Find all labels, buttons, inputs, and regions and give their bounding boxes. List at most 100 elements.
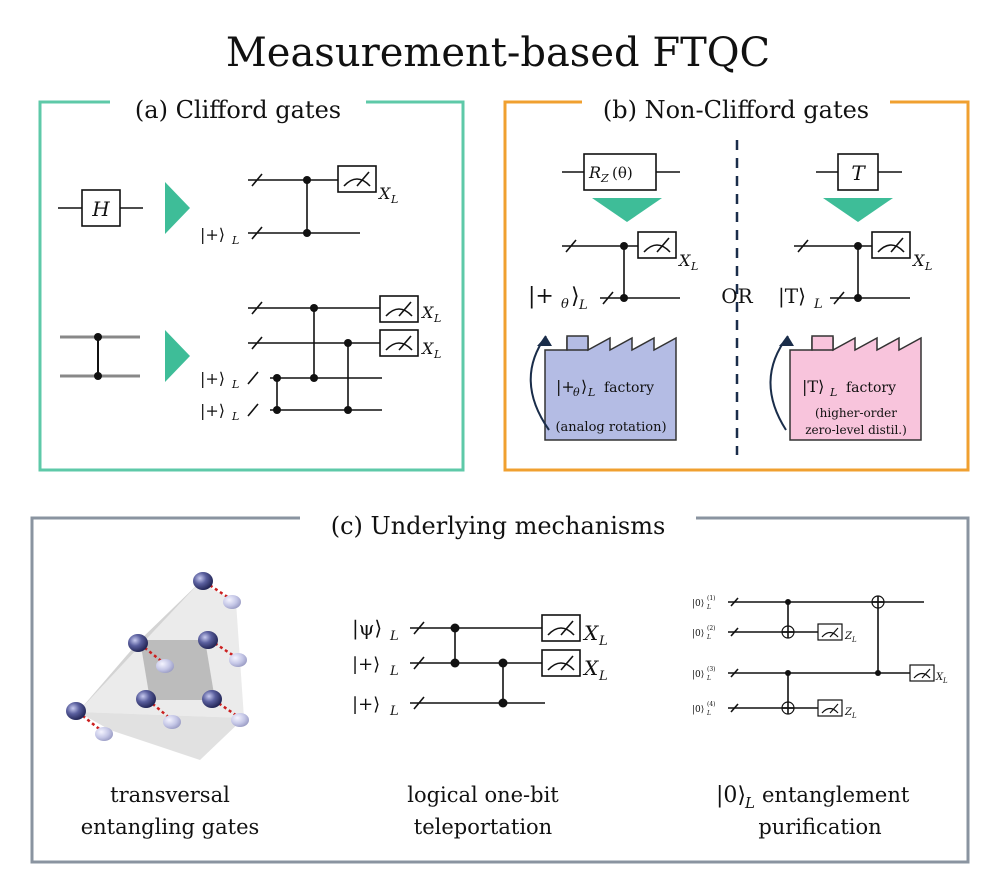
factory-right-state: |T⟩: [802, 377, 824, 396]
psi-state-label: |ψ⟩: [352, 616, 382, 641]
meas-x-label: X: [677, 251, 691, 270]
sub-l: L: [690, 260, 698, 273]
sub-l: L: [598, 669, 608, 684]
sub-l: L: [389, 704, 399, 719]
factory-right-label: factory: [846, 380, 896, 396]
sup-2: (2): [707, 625, 716, 632]
meas-x-label: X: [911, 251, 925, 270]
theta-sub: θ: [573, 386, 580, 399]
meas-x-label: X: [935, 672, 944, 683]
gate-rz-arg: (θ): [612, 164, 633, 182]
measurement-icon: [337, 165, 377, 193]
panel-a-title: (a) Clifford gates: [135, 96, 341, 124]
caption-teleport-2: teleportation: [414, 815, 552, 839]
sub-l: L: [813, 297, 823, 312]
t-injection-circuit: X L |T⟩ L: [778, 231, 932, 312]
panel-c-title: (c) Underlying mechanisms: [331, 512, 666, 540]
or-label: OR: [721, 284, 753, 308]
meas-z-label: Z: [844, 631, 853, 642]
sub-l: L: [390, 193, 398, 206]
zero-state-3: |0⟩: [692, 670, 704, 680]
measurement-icon: [817, 623, 843, 641]
sub-l: L: [851, 712, 857, 720]
rz-gate: R Z (θ): [562, 153, 680, 191]
gate-h-label: H: [91, 197, 110, 221]
sub-l: L: [433, 348, 441, 361]
cz-teleport-circuit: X L X L |+⟩ L |+⟩ L: [200, 295, 441, 423]
meas-x-label: X: [420, 339, 434, 358]
measurement-icon: [637, 231, 677, 259]
meas-x-label: X: [420, 303, 434, 322]
sup-3: (3): [707, 666, 716, 673]
arrow-down-icon: [592, 198, 662, 222]
ket-close: ⟩: [581, 377, 587, 396]
measurement-icon: [817, 699, 843, 717]
rz-injection-circuit: X L |+ θ ⟩ L: [528, 231, 698, 313]
arrow-down-icon: [823, 198, 893, 222]
gate-t-label: T: [851, 161, 866, 185]
sup-4: (4): [707, 701, 716, 708]
panel-b-title: (b) Non-Clifford gates: [603, 96, 869, 124]
measurement-icon: [379, 329, 419, 357]
hadamard-gate: H: [58, 189, 143, 227]
measurement-icon: [541, 649, 581, 677]
plus-state-label: |+⟩: [352, 694, 380, 715]
sub-l: L: [924, 260, 932, 273]
panel-a: (a) Clifford gates H X L |+⟩: [38, 96, 465, 472]
measurement-icon: [909, 664, 935, 682]
meas-z-label: Z: [844, 707, 853, 718]
t-state-label: |T⟩: [778, 284, 806, 309]
sub-l: L: [851, 636, 857, 644]
purification-circuit: Z L Z L X L |0⟩ (1) L |0⟩ (2) L |0⟩ (3) …: [692, 595, 948, 720]
panel-c: (c) Underlying mechanisms: [30, 512, 970, 864]
sub-l: L: [587, 386, 595, 399]
caption-purification-1: entanglement: [762, 783, 910, 807]
panel-b-border: [503, 100, 970, 472]
meas-x-label: X: [582, 621, 599, 645]
sub-l: L: [231, 378, 239, 391]
sub-l: L: [829, 386, 837, 399]
arrow-right-icon: [165, 182, 190, 234]
factory-left-label: factory: [604, 380, 654, 396]
panel-c-border: [30, 516, 970, 864]
sub-l: L: [578, 298, 588, 313]
measurement-icon: [541, 614, 581, 642]
caption-teleport-1: logical one-bit: [407, 783, 559, 807]
panel-b: (b) Non-Clifford gates OR R Z (θ): [503, 96, 970, 472]
factory-right-caption-1: (higher-order: [815, 406, 897, 420]
caption-zero-state: |0⟩: [716, 783, 746, 808]
plus-state-label: |+⟩: [200, 401, 225, 420]
plus-state-label: |+⟩: [352, 654, 380, 675]
sub-l: L: [433, 312, 441, 325]
arrow-right-icon: [165, 330, 190, 382]
panel-a-border: [38, 100, 465, 472]
transversal-lattice-illustration: [66, 572, 249, 760]
gate-rz-label: R: [588, 163, 601, 182]
sub-l: L: [744, 794, 755, 812]
factory-left-state: |+: [556, 377, 575, 396]
sub-l: L: [231, 410, 239, 423]
zero-state-4: |0⟩: [692, 705, 704, 715]
sub-l: L: [706, 604, 711, 611]
factory-left-caption: (analog rotation): [555, 420, 666, 435]
sub-l: L: [231, 234, 239, 247]
sub-l: L: [389, 629, 399, 644]
sub-l: L: [598, 634, 608, 649]
sub-l: L: [942, 677, 948, 685]
plus-theta-state: |+: [528, 284, 554, 309]
teleportation-circuit: X L X L |ψ⟩ L |+⟩ L |+⟩ L: [352, 614, 608, 719]
factory-left: |+ θ ⟩ L factory (analog rotation): [529, 335, 677, 441]
t-gate: T: [816, 153, 902, 191]
sub-l: L: [706, 710, 711, 717]
h-teleport-circuit: X L |+⟩ L: [200, 165, 398, 247]
meas-x-label: X: [377, 184, 391, 203]
zero-state-1: |0⟩: [692, 599, 704, 609]
caption-transversal-2: entangling gates: [81, 815, 260, 839]
plus-state-label: |+⟩: [200, 225, 225, 244]
measurement-icon: [871, 231, 911, 259]
plus-state-label: |+⟩: [200, 369, 225, 388]
sup-1: (1): [707, 595, 716, 602]
cz-gate: [60, 333, 140, 380]
gate-rz-sub: Z: [600, 172, 609, 185]
